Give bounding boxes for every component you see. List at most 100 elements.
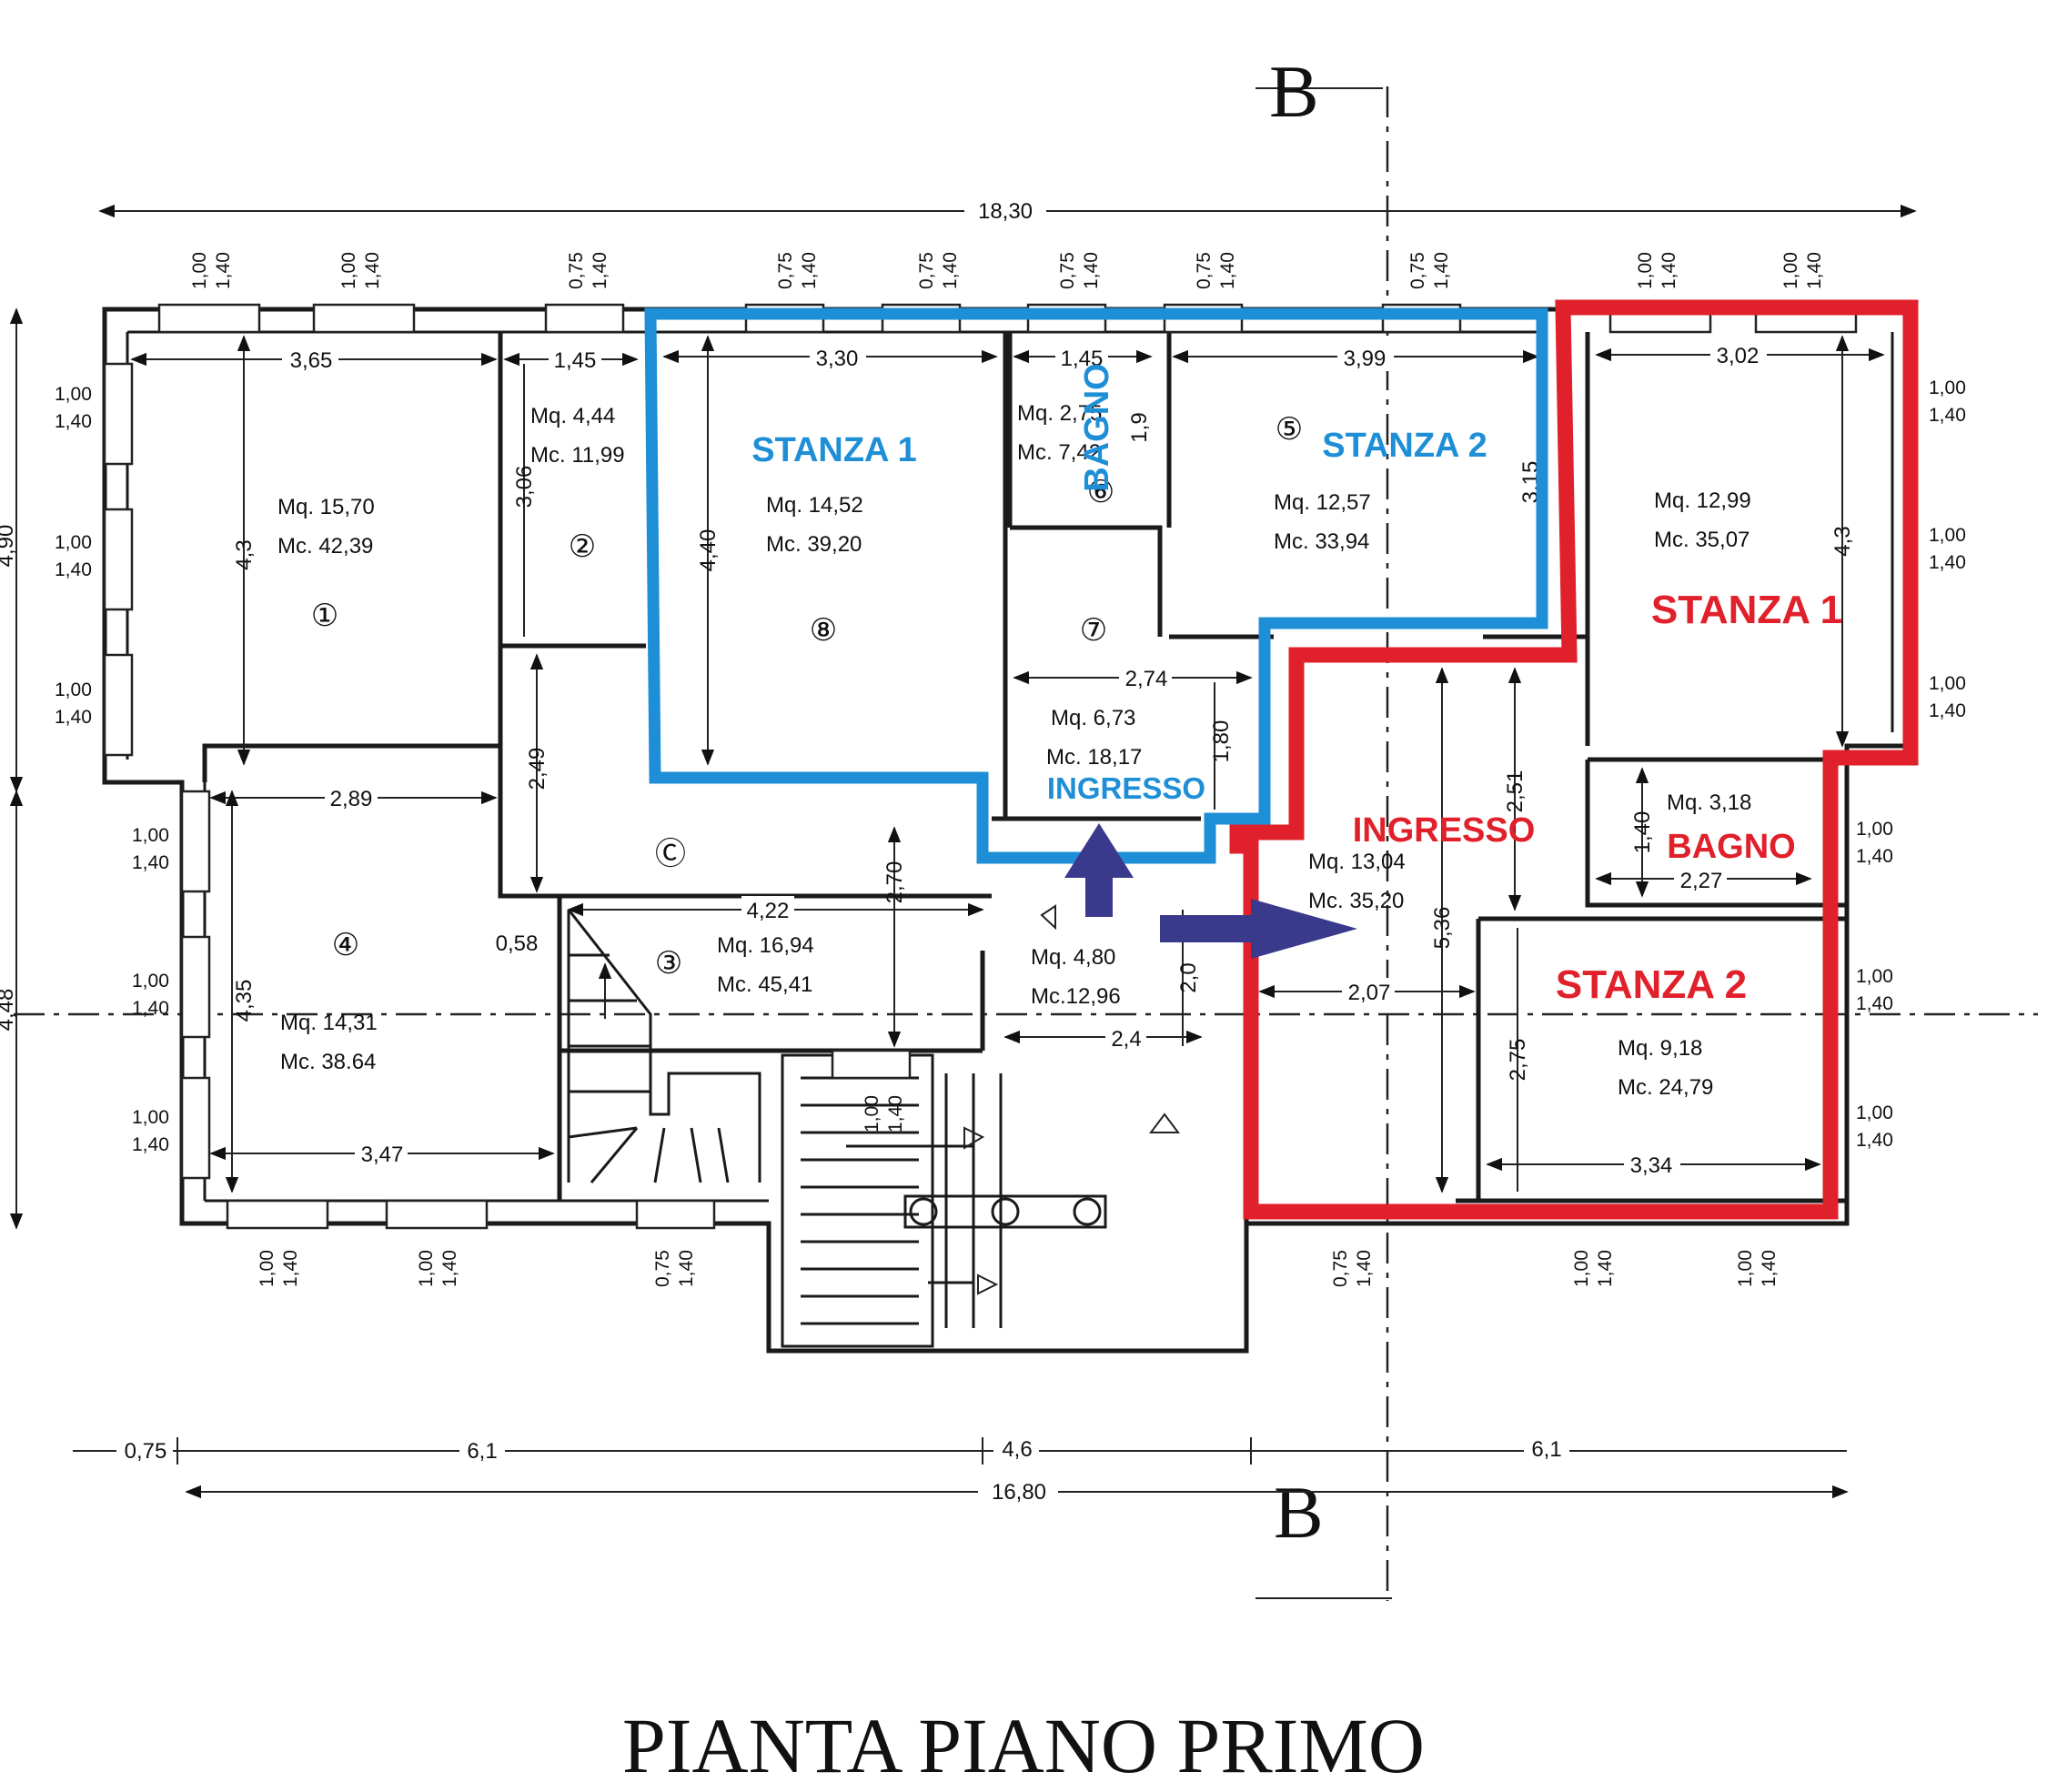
svg-text:2,0: 2,0 [1176,962,1201,992]
svg-text:0,75: 0,75 [566,252,587,289]
svg-text:1,40: 1,40 [940,252,961,289]
red-label-room-1: STANZA 1 [1651,588,1842,632]
svg-text:1,00: 1,00 [132,1107,169,1128]
interior-walls [202,332,1847,1223]
svg-text:Mc. 45,41: Mc. 45,41 [717,972,812,997]
blue-label-entry: INGRESSO [1047,771,1205,805]
svg-text:3,02: 3,02 [1717,344,1760,368]
room-1: 3,65 4,3 Mq. 15,70 Mc. 42,39 ① [130,335,498,766]
dim-bottom-total: 16,80 [992,1480,1046,1505]
svg-text:2,27: 2,27 [1680,869,1723,893]
svg-text:1,40: 1,40 [132,998,169,1019]
svg-text:Mq. 14,31: Mq. 14,31 [280,1011,378,1035]
room-7: 2,74 1,80 Mq. 6,73 Mc. 18,17 ⑦ [1013,613,1253,810]
svg-text:1,00: 1,00 [416,1250,437,1287]
svg-text:1,00: 1,00 [1929,525,1966,546]
room-3: 4,22 2,70 Mq. 16,94 Mc. 45,41 ③ [567,826,984,1048]
svg-text:0,58: 0,58 [496,931,539,956]
svg-text:1,00: 1,00 [132,971,169,992]
svg-text:1,00: 1,00 [257,1250,277,1287]
svg-text:1,40: 1,40 [799,252,820,289]
svg-text:2,51: 2,51 [1503,770,1528,813]
svg-text:Mq. 6,73: Mq. 6,73 [1051,706,1135,730]
svg-text:1,40: 1,40 [362,252,383,289]
svg-text:1,40: 1,40 [55,559,92,580]
svg-text:Mq. 12,57: Mq. 12,57 [1274,490,1371,515]
svg-text:1,00: 1,00 [1635,252,1656,289]
svg-text:1,40: 1,40 [213,252,234,289]
svg-text:1,00: 1,00 [338,252,359,289]
svg-text:1,45: 1,45 [1061,347,1104,371]
dim-left-upper: 4,90 [0,525,18,568]
svg-text:1,40: 1,40 [1217,252,1238,289]
svg-text:3,06: 3,06 [512,466,537,508]
entry-arrow-up [1064,823,1134,917]
svg-text:1,40: 1,40 [280,1250,301,1287]
red-label-entry: INGRESSO [1353,811,1536,850]
svg-text:1,40: 1,40 [1354,1250,1375,1287]
svg-text:1,40: 1,40 [55,411,92,432]
plan-title: PIANTA PIANO PRIMO [622,1702,1425,1789]
svg-text:1,40: 1,40 [1759,1250,1780,1287]
svg-text:Mc. 18,17: Mc. 18,17 [1046,745,1142,770]
svg-text:4,40: 4,40 [696,529,721,572]
section-mark-bottom: B [1274,1471,1324,1554]
svg-text:Mc. 7,42: Mc. 7,42 [1017,440,1101,465]
svg-text:Mq. 4,44: Mq. 4,44 [530,404,615,428]
svg-text:Mc.12,96: Mc.12,96 [1031,984,1121,1009]
room-6: 1,45 1,9 Mq. 2,75 Mc. 7,42 ⑥ [1013,344,1153,509]
svg-text:1,40: 1,40 [885,1095,906,1133]
svg-text:4,22: 4,22 [747,899,790,923]
svg-text:②: ② [569,529,596,564]
svg-text:③: ③ [655,946,682,981]
svg-text:1,00: 1,00 [1929,673,1966,694]
svg-text:1,40: 1,40 [1856,993,1893,1014]
svg-text:0,75: 0,75 [916,252,937,289]
stairs [567,904,1180,1348]
red-label-bath: BAGNO [1667,828,1795,866]
dim-top-total: 18,30 [978,199,1033,224]
svg-text:1,00: 1,00 [1571,1250,1592,1287]
svg-text:1,40: 1,40 [439,1250,460,1287]
room-2: 1,45 3,06 Mq. 4,44 Mc. 11,99 ② [503,346,639,637]
svg-text:1,40: 1,40 [132,852,169,873]
svg-text:1,40: 1,40 [1659,252,1679,289]
svg-text:1,40: 1,40 [1804,252,1825,289]
svg-text:1,45: 1,45 [554,348,597,373]
red-label-room-2: STANZA 2 [1556,962,1747,1007]
svg-text:3,99: 3,99 [1344,347,1387,371]
svg-text:1,00: 1,00 [55,384,92,405]
svg-text:Mc. 38.64: Mc. 38.64 [280,1050,376,1074]
svg-text:1,40: 1,40 [1929,552,1966,573]
svg-text:1,00: 1,00 [132,825,169,846]
room-8: 3,30 4,40 Mq. 14,52 Mc. 39,20 ⑧ [662,335,998,766]
svg-text:Mc. 11,99: Mc. 11,99 [530,443,625,468]
svg-text:1,00: 1,00 [862,1095,882,1133]
svg-text:0,75: 0,75 [1057,252,1078,289]
blue-label-bath: BAGNO [1078,363,1116,491]
svg-text:④: ④ [332,928,359,962]
svg-text:Mq. 9,18: Mq. 9,18 [1618,1036,1702,1061]
svg-text:⑥: ⑥ [1087,475,1114,509]
apartment-blue-outline [644,307,1548,864]
room-4: 2,89 3,47 4,35 0,58 Mq. 14,31 Mc. 38.64 … [209,784,555,1193]
dim-bottom-0: 0,75 [125,1439,167,1464]
svg-text:2,4: 2,4 [1111,1027,1141,1052]
svg-text:1,40: 1,40 [1630,811,1655,854]
svg-text:1,00: 1,00 [1929,378,1966,398]
svg-text:1,40: 1,40 [1856,1130,1893,1151]
svg-text:1,40: 1,40 [132,1134,169,1155]
svg-text:Mq. 3,18: Mq. 3,18 [1667,790,1751,815]
room-1-number: ① [311,599,338,633]
east-entry: 5,36 2,51 Mq. 13,04 Mc. 35,20 [1308,667,1528,1193]
svg-text:1,40: 1,40 [1431,252,1452,289]
svg-text:1,00: 1,00 [1856,819,1893,840]
svg-text:Mq. 14,52: Mq. 14,52 [766,493,863,518]
svg-text:Mc. 35,07: Mc. 35,07 [1654,528,1750,552]
room-1-area: Mq. 15,70 [277,495,375,519]
svg-text:1,40: 1,40 [590,252,610,289]
dim-bottom-2: 4,6 [1002,1437,1032,1462]
entry-arrow-right [1160,899,1357,959]
svg-text:1,40: 1,40 [1081,252,1102,289]
